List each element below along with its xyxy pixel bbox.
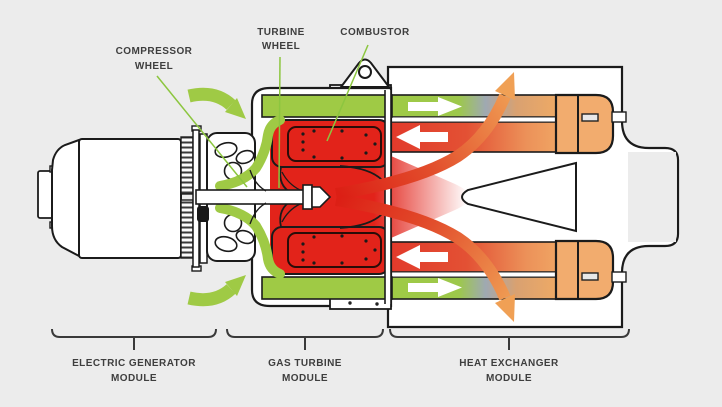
compressor-wheel-label-line1: COMPRESSOR: [116, 46, 193, 57]
generator-fins-top: [180, 136, 194, 195]
gas-turbine-bracket: [226, 328, 384, 350]
flange-bolt: [348, 301, 352, 305]
flow-arrow-left-bottom-icon: [396, 245, 448, 269]
end-cap-top: [554, 93, 615, 155]
electric-generator-module-label-line2: MODULE: [111, 373, 157, 384]
air-intake-arrow-top-icon: [187, 87, 236, 110]
combustor-bolt-dots: [301, 129, 377, 265]
compressor-wheel-label-line2: WHEEL: [135, 61, 173, 72]
end-cap-top-notch: [611, 111, 627, 123]
end-cap-bottom-slot: [581, 272, 599, 281]
exhaust-diffuser-cone: [461, 161, 577, 233]
turbine-wheel-label-line1: TURBINE: [257, 27, 305, 38]
air-channel-bottom: [215, 203, 285, 279]
wheel-blade-outlines: [249, 169, 301, 225]
exhaust-arrow-top-icon: [495, 72, 515, 100]
exhaust-band-top: [335, 93, 511, 200]
end-cap-bottom-notch: [611, 271, 627, 283]
module-flange-divider: [384, 90, 392, 304]
gas-turbine-module-label-line1: GAS TURBINE: [268, 358, 342, 369]
combustor-leader: [326, 44, 369, 142]
combustor-label: COMBUSTOR: [340, 27, 410, 38]
module-labels: ELECTRIC GENERATOR MODULE GAS TURBINE MO…: [72, 358, 559, 384]
air-intake-arrowhead-top: [225, 98, 246, 119]
flow-arrow-right-top-icon: [408, 97, 462, 116]
combustor-liner-top: [287, 126, 382, 162]
combustor-liner-bottom: [287, 232, 382, 268]
end-cap-bottom: [554, 239, 615, 301]
turbine-wheel-label-line2: WHEEL: [262, 41, 300, 52]
generator-body: [78, 138, 182, 259]
generator-end-knob: [37, 170, 54, 219]
heat-exchanger-module-label-line1: HEAT EXCHANGER: [459, 358, 559, 369]
mounting-lug-hole: [358, 65, 372, 79]
heat-exchanger-bracket: [389, 328, 630, 350]
exhaust-arrow-bottom-icon: [495, 294, 515, 322]
callout-labels: COMPRESSOR WHEEL TURBINE WHEEL COMBUSTOR: [116, 27, 410, 189]
module-brackets: [51, 328, 630, 350]
compressor-wheel-leader: [156, 75, 248, 188]
rotor-shaft: [195, 189, 309, 205]
volute-ports: [214, 141, 255, 253]
turbine-wheel-leader: [278, 56, 281, 189]
heat-exchanger-module-label-line2: MODULE: [486, 373, 532, 384]
generator-front-cap: [51, 138, 80, 258]
shaft-bolt: [197, 206, 209, 222]
flow-arrow-left-top-icon: [396, 125, 448, 149]
shaft-tip: [311, 186, 332, 208]
air-intake-arrowhead-bottom: [225, 275, 246, 296]
outlet-opening: [628, 152, 676, 242]
leader-lines: [156, 44, 369, 189]
end-cap-top-slot: [581, 113, 599, 122]
shaft-collar: [302, 184, 313, 210]
module-air-band-top: [261, 94, 393, 118]
flow-arrow-right-bottom-icon: [408, 278, 462, 297]
electric-generator-module-label-line1: ELECTRIC GENERATOR: [72, 358, 196, 369]
hot-gas-glow: [270, 140, 470, 254]
rotor-shaft-group: [195, 161, 577, 233]
air-intake-arrow-bottom-icon: [187, 284, 236, 307]
gas-turbine-module-label-line2: MODULE: [282, 373, 328, 384]
flange-bolt: [375, 302, 379, 306]
module-air-band-bottom: [261, 276, 393, 300]
exhaust-band-bottom: [335, 194, 511, 301]
generator-fins-bottom: [180, 199, 194, 259]
electric-generator-bracket: [51, 328, 217, 350]
flow-arrows: [187, 72, 515, 322]
